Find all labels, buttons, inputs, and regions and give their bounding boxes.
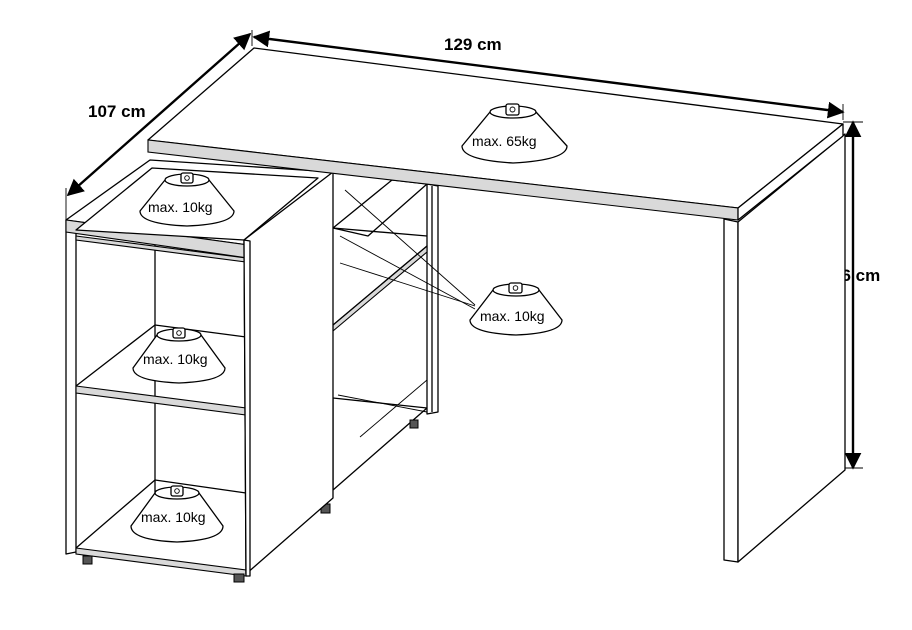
dimension-lines: [65, 30, 863, 470]
weight-shelf-bottom: max. 10kg: [130, 485, 224, 543]
weight-inner-shelf: max. 10kg: [469, 282, 563, 336]
depth-dimension-line: [66, 32, 252, 197]
weight-label-shelf-middle: max. 10kg: [143, 351, 208, 367]
width-label: 129 cm: [444, 35, 502, 54]
weight-label-inner-shelf: max. 10kg: [480, 308, 545, 324]
weight-shelf-middle: max. 10kg: [132, 327, 226, 384]
right-leg-panel: [723, 133, 846, 563]
weight-label-shelf-top: max. 10kg: [148, 199, 213, 215]
weight-shelf-top: max. 10kg: [139, 172, 235, 227]
width-dimension-line: [252, 30, 845, 119]
depth-label: 107 cm: [88, 102, 146, 121]
weight-desk-top: max. 65kg: [461, 103, 568, 164]
weight-label-desk-top: max. 65kg: [472, 133, 537, 149]
inner-shelves: [320, 179, 476, 514]
middle-divider-panel: [426, 183, 439, 415]
weight-label-shelf-bottom: max. 10kg: [141, 509, 206, 525]
